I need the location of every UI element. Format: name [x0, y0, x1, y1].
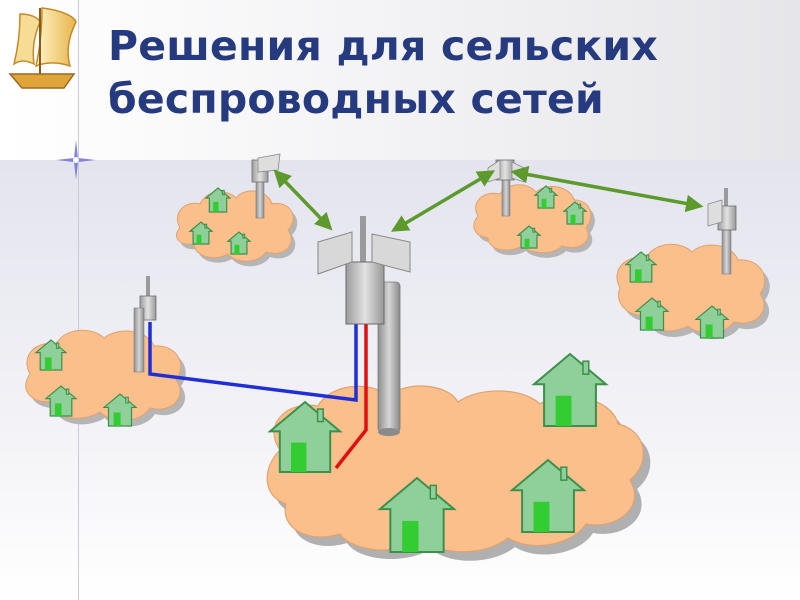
house-icon	[188, 221, 214, 245]
slide-title: Решения для сельских беспроводных сетей	[108, 20, 658, 126]
tower-top-left	[251, 153, 281, 219]
title-line-1: Решения для сельских	[108, 22, 658, 70]
house-door	[113, 412, 121, 426]
house-icon	[267, 400, 343, 473]
house-door	[234, 244, 240, 254]
sparkle-icon	[56, 140, 96, 180]
tower-central	[317, 216, 411, 436]
house-door	[291, 442, 307, 472]
house-icon	[634, 297, 670, 331]
house-door	[196, 234, 202, 244]
house-door	[45, 357, 52, 370]
wireless-link-1	[273, 169, 333, 231]
house-door	[570, 214, 576, 224]
house-icon	[377, 476, 457, 553]
house-door	[402, 520, 419, 552]
title-line-2: беспроводных сетей	[108, 75, 604, 123]
divider-line	[78, 0, 79, 600]
house-door	[555, 395, 572, 426]
house-icon	[102, 393, 138, 427]
house-door	[55, 403, 62, 416]
house-door	[533, 501, 550, 532]
house-icon	[531, 352, 609, 427]
cable-red	[334, 318, 368, 470]
sailboat-icon	[8, 7, 77, 89]
house-door	[524, 238, 530, 248]
house-door	[213, 201, 219, 212]
cable-blue	[148, 318, 358, 402]
house-icon	[34, 339, 68, 371]
wireless-link-2	[390, 170, 496, 232]
header-band	[0, 0, 800, 160]
house-icon	[516, 225, 542, 249]
house-icon	[562, 201, 588, 225]
house-door	[645, 316, 653, 330]
tower-right	[707, 188, 737, 275]
tower-left	[133, 276, 157, 373]
house-icon	[533, 185, 559, 209]
house-icon	[226, 231, 252, 255]
house-icon	[204, 187, 232, 213]
house-icon	[509, 458, 587, 533]
house-door	[705, 324, 713, 338]
house-icon	[624, 251, 658, 283]
house-door	[635, 269, 642, 282]
wireless-link-3	[510, 165, 704, 213]
house-icon	[44, 385, 78, 417]
house-door	[541, 198, 547, 208]
house-icon	[694, 305, 730, 339]
